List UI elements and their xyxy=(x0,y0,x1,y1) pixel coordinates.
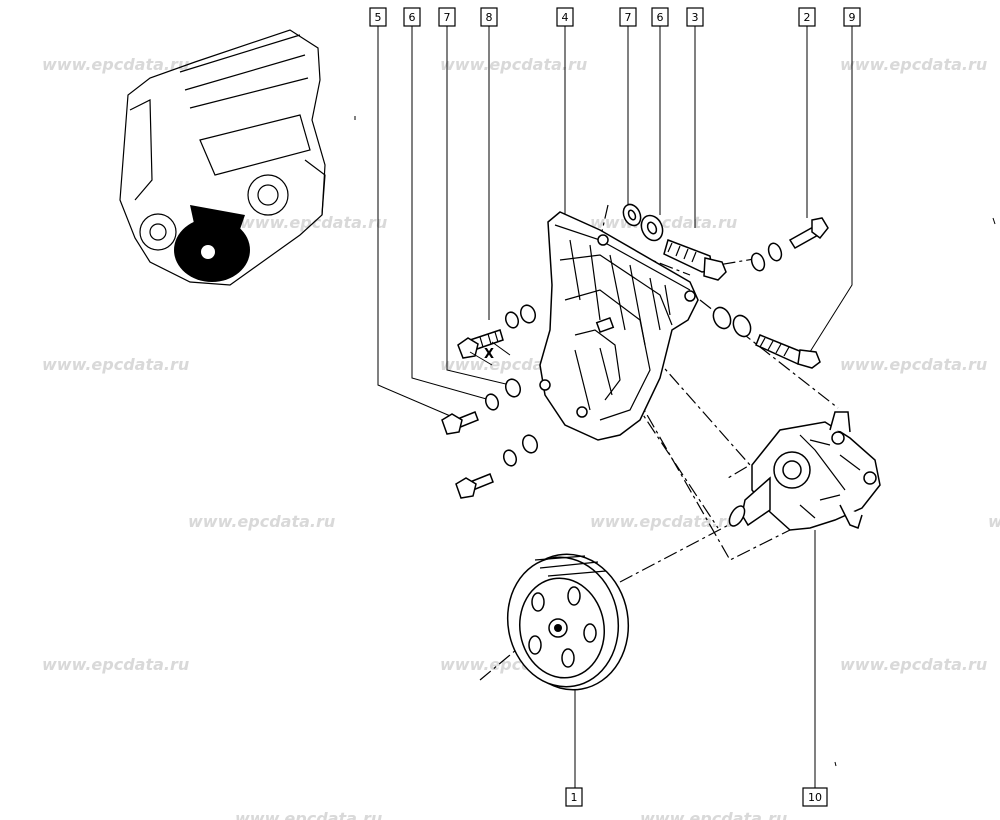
svg-text:6: 6 xyxy=(657,11,664,24)
watermark: www.epcdata.ru xyxy=(235,809,382,820)
dimension-x-label: X xyxy=(484,347,494,362)
callout-10: 10 xyxy=(802,787,828,807)
power-steering-pump xyxy=(728,411,881,531)
svg-text:4: 4 xyxy=(562,11,569,24)
callout-9: 9 xyxy=(843,7,861,27)
watermark: www.epcdata.ru xyxy=(188,512,335,531)
svg-text:2: 2 xyxy=(804,11,811,24)
callout-8: 8 xyxy=(480,7,498,27)
callout-7: 7 xyxy=(438,7,456,27)
callout-6: 6 xyxy=(403,7,421,27)
callout-2: 2 xyxy=(798,7,816,27)
watermark: www.epcdata.ru xyxy=(840,655,987,674)
bolt-3 xyxy=(663,239,727,281)
watermark: www.epcdata.ru xyxy=(440,55,587,74)
svg-text:10: 10 xyxy=(808,791,822,804)
bolt-lower xyxy=(455,434,539,499)
svg-text:5: 5 xyxy=(375,11,382,24)
leader-lines xyxy=(377,26,853,788)
watermark: www.epcdata.ru xyxy=(42,355,189,374)
callout-7: 7 xyxy=(619,7,637,27)
svg-text:7: 7 xyxy=(444,11,451,24)
callout-4: 4 xyxy=(556,7,574,27)
watermark: www.epcdata.ru xyxy=(988,512,1000,531)
svg-text:3: 3 xyxy=(692,11,699,24)
callout-6: 6 xyxy=(651,7,669,27)
watermark: www.epcdata.ru xyxy=(590,512,737,531)
bolt-5 xyxy=(441,378,522,435)
svg-text:1: 1 xyxy=(571,791,578,804)
watermark: www.epcdata.ru xyxy=(42,655,189,674)
washer-7-upper xyxy=(622,203,642,227)
watermark: www.epcdata.ru xyxy=(590,213,737,232)
svg-text:8: 8 xyxy=(486,11,493,24)
callout-3: 3 xyxy=(686,7,704,27)
pump-pulley xyxy=(506,553,630,691)
engine-location-thumbnail xyxy=(119,29,326,286)
callout-1: 1 xyxy=(565,787,583,807)
watermark-layer: www.epcdata.ru www.epcdata.ru www.epcdat… xyxy=(42,55,1000,820)
svg-text:6: 6 xyxy=(409,11,416,24)
bolt-9 xyxy=(712,306,821,369)
washer-6-upper xyxy=(640,214,664,242)
watermark: www.epcdata.ru xyxy=(840,55,987,74)
svg-text:9: 9 xyxy=(849,11,856,24)
bolt-2 xyxy=(750,217,829,272)
pump-bracket xyxy=(539,211,699,441)
callout-5: 5 xyxy=(369,7,387,27)
watermark: www.epcdata.ru xyxy=(42,55,189,74)
watermark: www.epcdata.ru xyxy=(840,355,987,374)
watermark: www.epcdata.ru xyxy=(640,809,787,820)
bolt-8: X xyxy=(457,304,537,366)
svg-text:7: 7 xyxy=(625,11,632,24)
